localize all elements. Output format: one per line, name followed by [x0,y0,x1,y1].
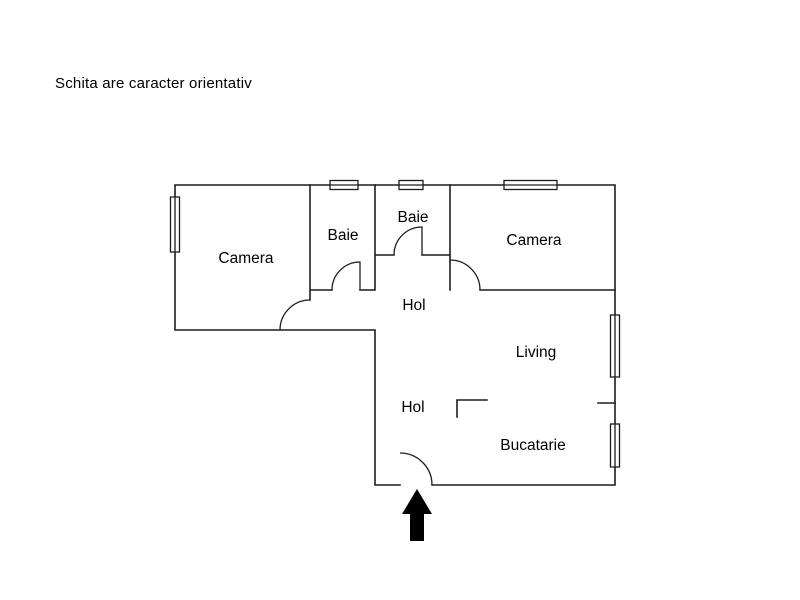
room-label-baie-left: Baie [327,227,358,244]
door-arc-baie-right [393,226,423,256]
room-label-camera-left: Camera [218,250,274,267]
room-labels: Camera Baie Baie Camera Hol Living Hol B… [218,209,565,454]
door-arc-camera-right [449,259,481,291]
room-label-baie-right: Baie [397,209,428,226]
room-label-living: Living [516,344,557,361]
door-arc-baie-left [331,261,361,291]
interior-walls [309,184,616,418]
disclaimer-text: Schita are caracter orientativ [55,75,252,92]
door-arc-entrance [399,452,433,486]
room-label-bucatarie: Bucatarie [500,437,565,454]
doors [279,226,481,486]
windows [169,179,621,468]
room-label-hol-upper: Hol [402,297,425,314]
entrance-arrow-icon [402,489,432,541]
room-label-hol-lower: Hol [401,399,424,416]
room-label-camera-right: Camera [506,232,562,249]
door-arc-camera-left [279,299,311,331]
